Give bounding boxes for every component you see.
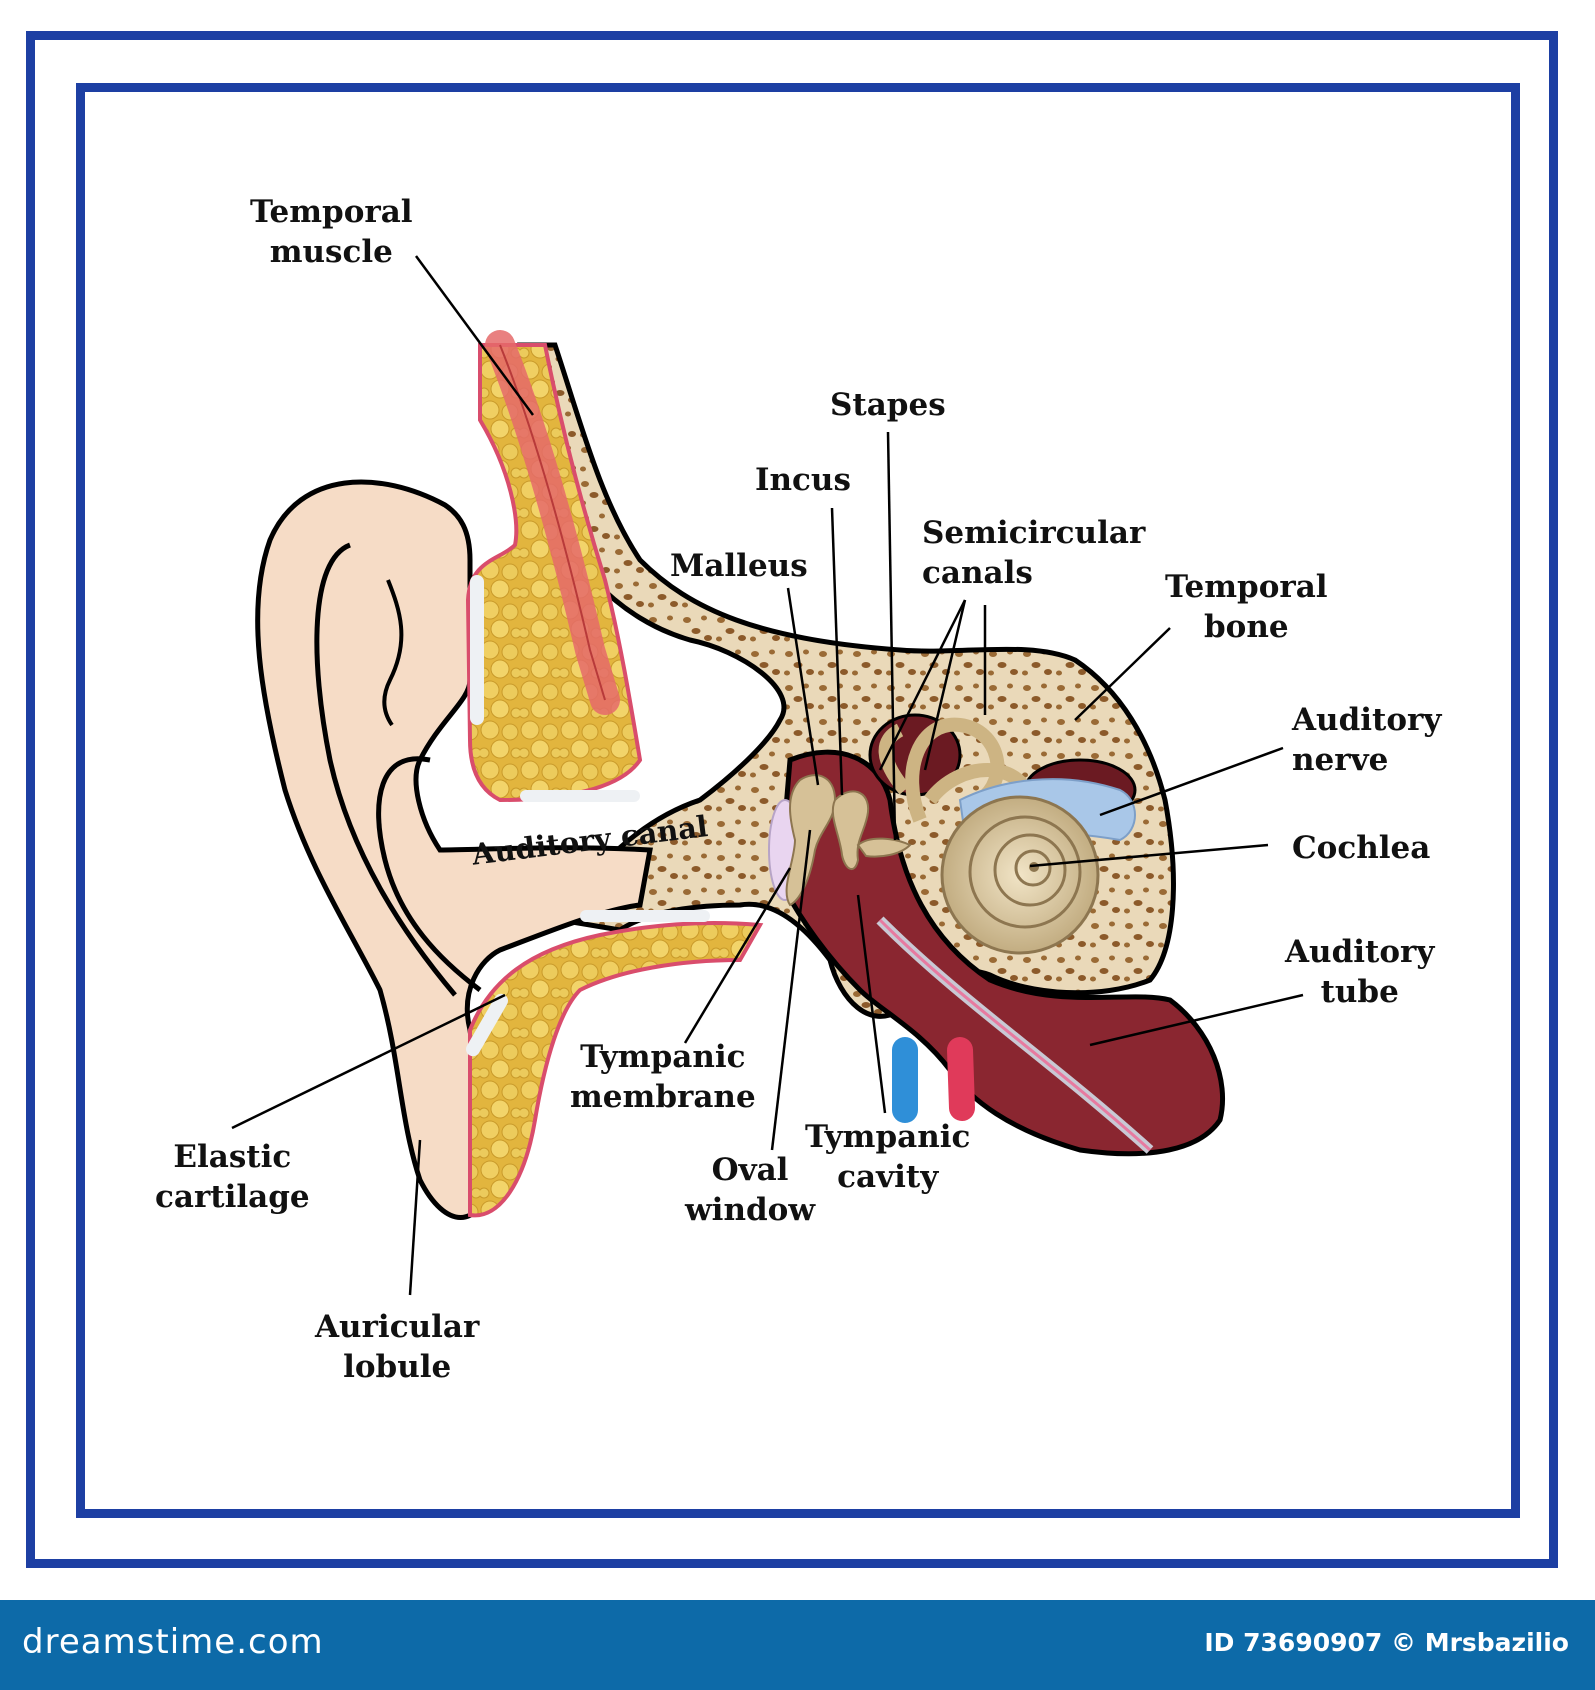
label-line: Auditory: [1285, 934, 1435, 970]
line-tympanic-membrane: [683, 867, 792, 1044]
label-line: Auditory: [1292, 702, 1442, 738]
watermark-footer: dreamstime.com ID 73690907 © Mrsbazilio: [0, 1600, 1595, 1690]
helix-fold: [314, 542, 457, 997]
label-line: Temporal: [250, 194, 413, 230]
lower-fat-region: [468, 921, 764, 1218]
label-line: Temporal: [1165, 569, 1328, 605]
label-tympanic-cavity: Tympanic cavity: [805, 1117, 970, 1197]
label-auditory-tube: Auditory tube: [1285, 932, 1434, 1012]
line-semicircular-1: [878, 599, 967, 771]
label-line: tube: [1320, 974, 1399, 1010]
ear-crease: [382, 579, 404, 727]
line-elastic-cartilage: [231, 993, 506, 1130]
cartilage-strip-mid: [520, 790, 640, 802]
label-line: membrane: [570, 1079, 756, 1115]
line-stapes: [886, 431, 897, 841]
label-line: nerve: [1292, 742, 1389, 778]
muscle-line: [499, 344, 606, 701]
line-auditory-tube: [1089, 993, 1304, 1047]
label-line: cartilage: [155, 1179, 310, 1215]
cartilage-strip-upper: [470, 575, 484, 725]
label-line: Tympanic: [580, 1039, 746, 1075]
label-line: Tympanic: [805, 1119, 971, 1155]
label-line: Auricular: [315, 1309, 480, 1345]
leader-lines: [231, 255, 1304, 1296]
label-line: Oval: [711, 1152, 789, 1188]
label-line: canals: [922, 555, 1033, 591]
line-auditory-nerve: [1099, 746, 1284, 817]
auditory-tube-line: [878, 918, 1152, 1152]
label-incus: Incus: [755, 462, 851, 498]
line-tympanic-cavity: [856, 894, 887, 1114]
line-temporal-muscle: [414, 255, 535, 416]
label-cochlea: Cochlea: [1292, 830, 1431, 866]
stapes-shape: [856, 837, 912, 858]
line-oval-window: [770, 829, 812, 1151]
label-temporal-bone: Temporal bone: [1165, 567, 1328, 647]
label-temporal-muscle: Temporal muscle: [250, 192, 413, 272]
inner-frame: [76, 83, 1520, 1518]
incus-shape: [831, 790, 870, 870]
label-semicircular-canals: Semicircular canals: [922, 513, 1145, 593]
brand-logo-text[interactable]: dreamstime.com: [22, 1622, 324, 1662]
antihelix-fold: [376, 756, 482, 992]
label-line: bone: [1203, 609, 1289, 645]
cartilage-strip-lower: [465, 993, 508, 1057]
outer-frame: [26, 31, 1558, 1568]
line-incus: [830, 507, 844, 796]
label-line: lobule: [343, 1349, 452, 1385]
label-line: Semicircular: [922, 515, 1146, 551]
image-credit: ID 73690907 © Mrsbazilio: [1204, 1628, 1569, 1657]
label-stapes: Stapes: [830, 387, 946, 423]
label-auricular-lobule: Auricular lobule: [315, 1307, 479, 1387]
label-line: muscle: [269, 234, 393, 270]
label-line: window: [685, 1192, 816, 1228]
label-tympanic-membrane: Tympanic membrane: [570, 1037, 756, 1117]
line-semicircular-2: [923, 599, 967, 771]
label-auditory-nerve: Auditory nerve: [1292, 700, 1441, 780]
cartilage-strip-canal: [580, 910, 710, 922]
line-malleus: [786, 587, 820, 786]
line-cochlea: [1029, 843, 1269, 868]
artery-vessel: [947, 1037, 975, 1121]
malleus-shape: [785, 774, 837, 907]
label-line: cavity: [837, 1159, 939, 1195]
label-oval-window: Oval window: [685, 1150, 815, 1230]
label-line: Elastic: [173, 1139, 292, 1175]
label-malleus: Malleus: [670, 548, 808, 584]
cochlea-shape: [940, 795, 1100, 955]
line-temporal-bone: [1074, 627, 1171, 721]
label-elastic-cartilage: Elastic cartilage: [155, 1137, 310, 1217]
line-auricular-lobule: [408, 1139, 422, 1296]
